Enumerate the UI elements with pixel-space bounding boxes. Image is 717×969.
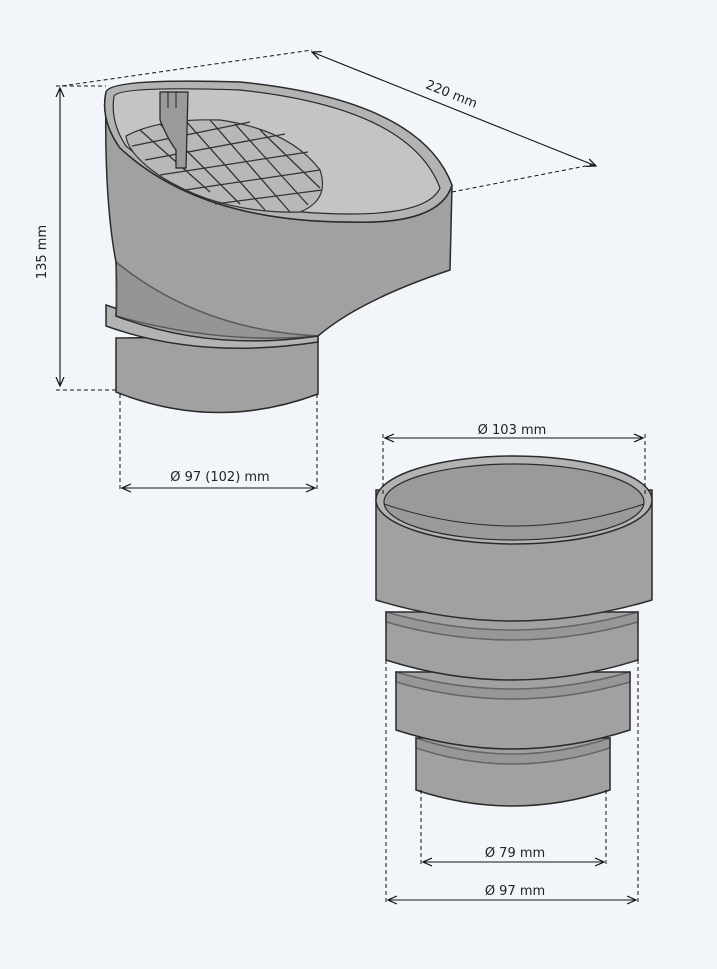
stepped-adapter-part [375, 455, 653, 807]
dimension-adapter-top-label: Ø 103 mm [478, 423, 547, 438]
leaf-guard-grid [125, 91, 324, 213]
dimension-adapter-base: Ø 97 mm [385, 660, 639, 904]
dimension-outlet-diameter: Ø 97 (102) mm [119, 394, 318, 492]
dimension-adapter-small: Ø 79 mm [420, 790, 607, 866]
dimension-adapter-base-label: Ø 97 mm [485, 884, 545, 899]
dimension-outlet-diameter-label: Ø 97 (102) mm [170, 470, 269, 485]
dimension-adapter-small-label: Ø 79 mm [485, 846, 545, 861]
roof-outlet-part [103, 80, 453, 414]
dimension-adapter-top: Ø 103 mm [382, 423, 646, 495]
dimension-135: 135 mm [35, 85, 116, 391]
dimension-220-label: 220 mm [423, 78, 479, 112]
dimension-135-label: 135 mm [35, 225, 50, 279]
